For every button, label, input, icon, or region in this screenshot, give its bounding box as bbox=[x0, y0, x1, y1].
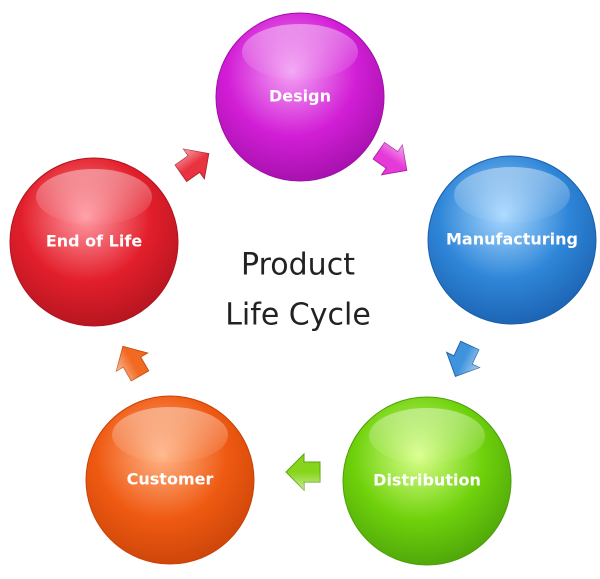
node-manufacturing-label: Manufacturing bbox=[446, 230, 578, 249]
arrow-customer-to-end-of-life bbox=[115, 345, 150, 382]
arrow-end-of-life-to-design bbox=[174, 148, 210, 183]
node-manufacturing: Manufacturing bbox=[427, 155, 597, 325]
node-end-of-life: End of Life bbox=[9, 157, 179, 327]
node-distribution-label: Distribution bbox=[373, 471, 481, 490]
node-end-of-life-label: End of Life bbox=[46, 232, 143, 251]
node-customer-label: Customer bbox=[127, 470, 214, 489]
node-design: Design bbox=[215, 12, 385, 182]
arrow-manufacturing-to-distribution bbox=[445, 340, 481, 377]
node-distribution: Distribution bbox=[342, 396, 512, 566]
node-design-label: Design bbox=[269, 87, 331, 106]
node-customer: Customer bbox=[85, 395, 255, 565]
diagram-title-line-2: Life Cycle bbox=[225, 298, 371, 333]
arrow-design-to-manufacturing bbox=[372, 141, 408, 176]
diagram-title-line-1: Product bbox=[241, 248, 355, 283]
arrow-distribution-to-customer bbox=[285, 452, 321, 492]
